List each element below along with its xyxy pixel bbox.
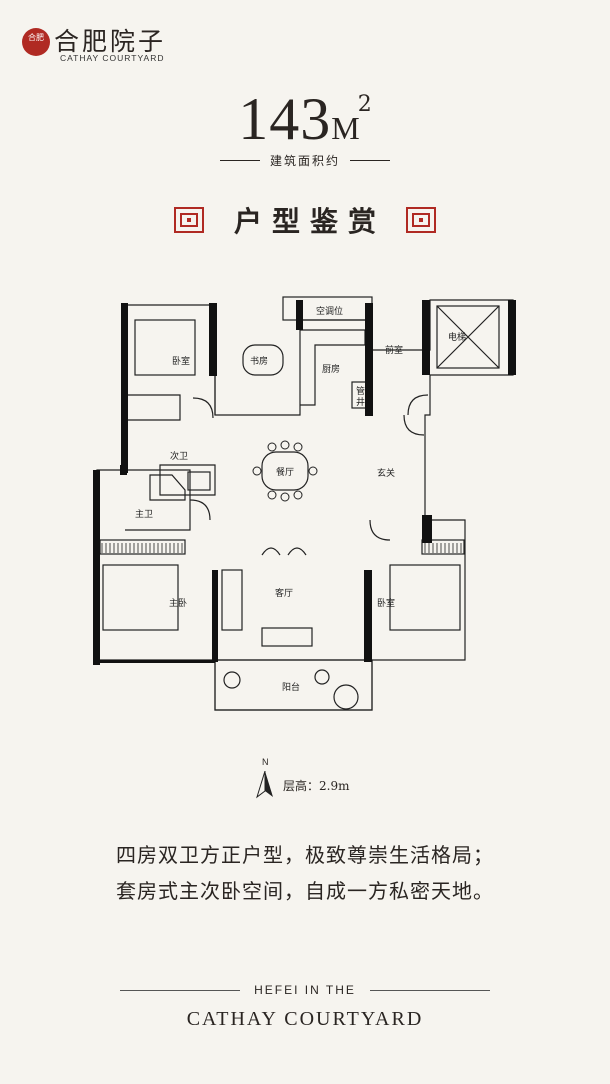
room-label-master-bedroom: 主卧 [169,597,187,609]
description-line-2: 套房式主次卧空间，自成一方私密天地。 [116,879,494,903]
room-label-master-bath: 主卫 [135,508,153,520]
footer-divider-left [120,989,241,991]
footer-line-1: HEFEI IN THE [254,983,356,997]
room-label-kitchen: 厨房 [322,363,340,375]
footer-divider-right [369,989,490,991]
compass-arrow-icon [256,771,273,799]
floor-plan: 卧室 书房 空调位 厨房 前室 电梯 管 井 次卫 餐厅 玄关 主卫 客厅 主卧… [93,296,516,711]
area-note-row: 建筑面积约 [0,152,610,169]
logo-seal: 合肥 [22,28,50,56]
room-label-front-room: 前室 [385,344,403,356]
room-label-dining: 餐厅 [276,466,294,478]
ornament-left-icon [173,207,204,233]
area-note: 建筑面积约 [269,154,340,168]
room-label-ac-platform: 空调位 [316,305,343,317]
room-label-bedroom-nw: 卧室 [172,355,190,367]
section-title: 户型鉴赏 [233,205,386,238]
description: 四房双卫方正户型，极致尊崇生活格局； 套房式主次卧空间，自成一方私密天地。 [0,837,610,909]
seal-text: 合肥 [28,33,44,42]
area-superscript: 2 [357,92,372,117]
description-line-1: 四房双卫方正户型，极致尊崇生活格局； [116,843,494,867]
area-unit: M [331,110,360,146]
room-label-living: 客厅 [275,587,293,599]
footer-row: HEFEI IN THE [0,983,610,997]
room-label-bedroom-e: 卧室 [377,597,395,609]
room-label-pipe-well-2: 井 [356,396,365,408]
brand-name-cn: 合肥院子 [54,27,167,56]
room-label-foyer: 玄关 [377,467,395,479]
divider-left [219,160,260,161]
footer-line-2: CATHAY COURTYARD [186,1008,424,1030]
area-heading: 143M2 [0,85,610,154]
section-title-row: 户型鉴赏 [0,200,610,240]
area-number: 143 [238,86,332,152]
room-label-elevator: 电梯 [448,331,466,343]
ornament-right-icon [406,207,436,233]
brand-name-en: CATHAY COURTYARD [60,53,165,63]
room-label-study: 书房 [250,355,268,367]
room-label-balcony: 阳台 [282,681,300,693]
room-label-pipe-well-1: 管 [356,385,365,397]
compass-north-label: N [262,757,269,767]
room-label-second-bath: 次卫 [170,450,188,462]
floor-height: 层高：2.9m [283,779,350,793]
divider-right [350,160,390,161]
